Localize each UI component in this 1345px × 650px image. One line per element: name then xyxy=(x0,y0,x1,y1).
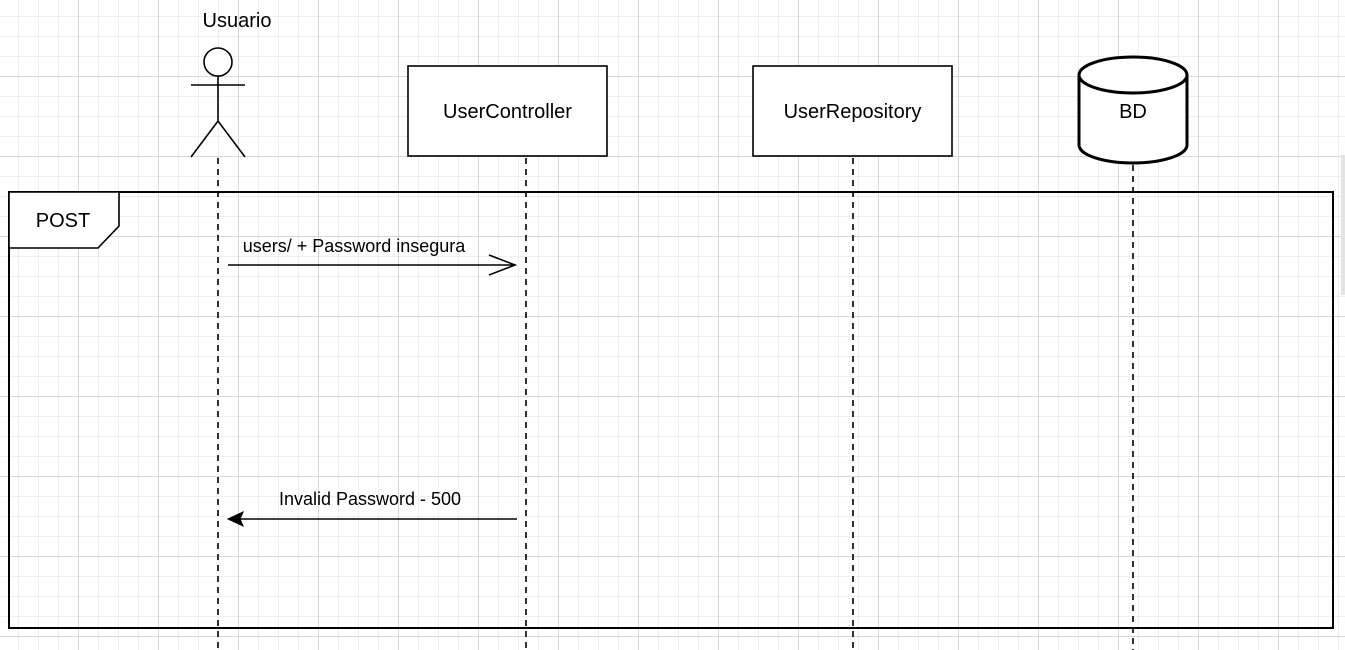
message-response[interactable]: Invalid Password - 500 xyxy=(226,489,517,528)
open-arrowhead-icon xyxy=(488,254,518,276)
message-request[interactable]: users/ + Password insegura xyxy=(228,236,518,276)
filled-arrowhead-icon xyxy=(226,510,244,528)
participant-userrepository[interactable]: UserRepository xyxy=(752,65,953,157)
actor-usuario[interactable]: Usuario xyxy=(190,10,272,158)
actor-label: Usuario xyxy=(203,10,272,32)
fragment-frame[interactable]: POST xyxy=(8,191,1334,629)
participant-label: UserController xyxy=(443,101,572,123)
fragment-label-tab xyxy=(8,191,120,249)
message-label: users/ + Password insegura xyxy=(243,236,467,256)
participant-label: UserRepository xyxy=(784,101,922,123)
participant-label: BD xyxy=(1119,101,1147,123)
database-icon xyxy=(1077,55,1189,165)
fragment-label: POST xyxy=(36,210,90,232)
stick-figure-icon xyxy=(190,47,246,158)
participant-bd[interactable]: BD xyxy=(1077,55,1189,165)
participant-usercontroller[interactable]: UserController xyxy=(407,65,608,157)
message-label: Invalid Password - 500 xyxy=(279,489,461,509)
scroll-edge xyxy=(1341,155,1345,295)
